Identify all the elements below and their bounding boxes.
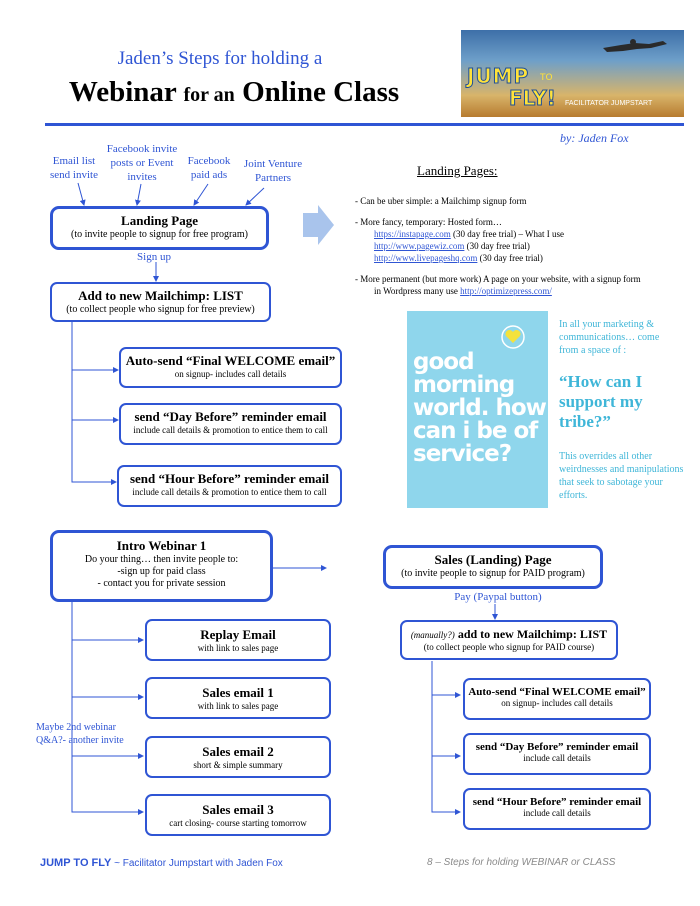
hero-subtitle: FACILITATOR JUMPSTART xyxy=(565,100,653,107)
source-facebook-posts: Facebook invite posts or Event invites xyxy=(106,143,178,183)
free-list-desc: (to collect people who signup for free p… xyxy=(66,304,255,315)
source-joint-venture: Joint Venture Partners xyxy=(243,158,303,184)
instapage-link[interactable]: https://instapage.com xyxy=(374,229,451,239)
sales-email-3-desc: cart closing- course starting tomorrow xyxy=(169,818,307,828)
paid-welcome-desc: on signup- includes call details xyxy=(501,698,613,708)
sales-email-1-title: Sales email 1 xyxy=(202,685,274,700)
optimizepress-link[interactable]: http://optimizepress.com/ xyxy=(460,286,552,296)
source-email: Email list send invite xyxy=(50,155,98,181)
paid-list-desc: (to collect people who signup for PAID c… xyxy=(423,642,595,652)
paid-list-title: add to new Mailchimp: LIST xyxy=(454,627,608,641)
title-small: for an xyxy=(183,84,235,106)
page-title: Webinar for an Online Class xyxy=(0,76,468,109)
landing-link-row-4: in Wordpress many use http://optimizepre… xyxy=(374,285,552,297)
subtitle: Jaden’s Steps for holding a xyxy=(117,48,323,69)
source-facebook-ads: Facebook paid ads xyxy=(187,155,231,181)
webinar-title: Intro Webinar 1 xyxy=(116,538,207,553)
landing-page-desc: (to invite people to signup for free pro… xyxy=(71,229,248,240)
wordpress-note: in Wordpress many use xyxy=(374,286,461,296)
paid-hour-before-box: send “Hour Before” reminder email includ… xyxy=(463,788,651,830)
good-morning-poster: good morning world. how can i be of serv… xyxy=(407,311,548,508)
free-list-title: Add to new Mailchimp: LIST xyxy=(78,288,243,303)
paid-day-before-title: send “Day Before” reminder email xyxy=(475,741,639,753)
paid-day-before-desc: include call details xyxy=(523,753,591,763)
title-word-online-class: Online Class xyxy=(242,76,400,108)
paid-list-prefix: (manually?) xyxy=(410,630,455,640)
paid-day-before-box: send “Day Before” reminder email include… xyxy=(463,733,651,775)
free-hour-before-box: send “Hour Before” reminder email includ… xyxy=(117,465,342,507)
landing-link-row-3: http://www.livepageshq.com (30 day free … xyxy=(374,252,543,264)
sales-email-2-desc: short & simple summary xyxy=(193,760,283,770)
livepages-note: (30 day free trial) xyxy=(477,253,543,263)
paid-list-title-row: (manually?) add to new Mailchimp: LIST xyxy=(402,627,616,642)
pay-label: Pay (Paypal button) xyxy=(454,591,542,603)
sidebar-quote: “How can I support my tribe?” xyxy=(559,372,643,431)
paid-welcome-title: Auto-send “Final WELCOME email” xyxy=(468,686,646,698)
landing-page-box: Landing Page (to invite people to signup… xyxy=(50,206,269,250)
heart-icon xyxy=(501,325,525,349)
header-rule xyxy=(45,123,684,126)
pagewiz-note: (30 day free trial) xyxy=(464,241,530,251)
footer-brand: JUMP TO FLY xyxy=(40,857,112,869)
paid-list-box: (manually?) add to new Mailchimp: LIST (… xyxy=(400,620,618,660)
sales-page-title: Sales (Landing) Page xyxy=(434,552,552,567)
footer-left: JUMP TO FLY ~ Facilitator Jumpstart with… xyxy=(40,857,283,869)
hero-logo-jump: JUMP xyxy=(466,64,530,89)
landing-item-fancy: - More fancy, temporary: Hosted form… xyxy=(355,217,502,227)
landing-link-row-1: https://instapage.com (30 day free trial… xyxy=(374,228,564,240)
skydiver-icon xyxy=(603,39,667,52)
free-welcome-box: Auto-send “Final WELCOME email” on signu… xyxy=(119,347,342,388)
webinar-line-1: Do your thing… then invite people to: xyxy=(84,554,239,565)
replay-email-desc: with link to sales page xyxy=(197,643,279,653)
byline: by: Jaden Fox xyxy=(560,131,629,145)
signup-label: Sign up xyxy=(137,251,171,263)
maybe-second-webinar: Maybe 2nd webinar Q&A?- another invite xyxy=(36,722,124,746)
jump-to-fly-banner: JUMP TO FLY! FACILITATOR JUMPSTART xyxy=(461,30,684,117)
sidebar-intro: In all your marketing & communications… … xyxy=(559,319,660,356)
free-day-before-desc: include call details & promotion to enti… xyxy=(133,425,328,435)
landing-item-permanent: - More permanent (but more work) A page … xyxy=(355,274,641,284)
sales-email-2-box: Sales email 2 short & simple summary xyxy=(145,736,331,778)
hero-logo-to: TO xyxy=(540,73,553,83)
footer-tagline: ~ Facilitator Jumpstart with Jaden Fox xyxy=(111,858,283,869)
free-hour-before-title: send “Hour Before” reminder email xyxy=(129,471,330,486)
sales-email-1-desc: with link to sales page xyxy=(197,701,279,711)
paid-hour-before-title: send “Hour Before” reminder email xyxy=(472,796,642,808)
free-day-before-box: send “Day Before” reminder email include… xyxy=(119,403,342,445)
free-welcome-desc: on signup- includes call details xyxy=(174,369,287,379)
replay-email-title: Replay Email xyxy=(200,627,276,642)
landing-link-row-2: http://www.pagewiz.com (30 day free tria… xyxy=(374,240,530,252)
sales-email-3-title: Sales email 3 xyxy=(202,802,274,817)
free-day-before-title: send “Day Before” reminder email xyxy=(134,409,327,424)
instapage-note: (30 day free trial) – What I use xyxy=(450,229,565,239)
sales-page-desc: (to invite people to signup for PAID pro… xyxy=(401,568,585,579)
free-welcome-title: Auto-send “Final WELCOME email” xyxy=(125,353,336,368)
sales-page-box: Sales (Landing) Page (to invite people t… xyxy=(383,545,603,589)
sidebar-outro: This overrides all other weirdnesses and… xyxy=(559,451,684,501)
paid-welcome-box: Auto-send “Final WELCOME email” on signu… xyxy=(463,678,651,720)
replay-email-box: Replay Email with link to sales page xyxy=(145,619,331,661)
poster-text: good morning world. how can i be of serv… xyxy=(413,349,547,467)
sales-email-2-title: Sales email 2 xyxy=(202,744,274,759)
sales-email-3-box: Sales email 3 cart closing- course start… xyxy=(145,794,331,836)
free-list-box: Add to new Mailchimp: LIST (to collect p… xyxy=(50,282,271,322)
pagewiz-link[interactable]: http://www.pagewiz.com xyxy=(374,241,465,251)
webinar-line-3: - contact you for private session xyxy=(97,578,226,589)
free-hour-before-desc: include call details & promotion to enti… xyxy=(132,487,327,497)
hero-logo-fly: FLY! xyxy=(509,86,557,111)
sales-email-1-box: Sales email 1 with link to sales page xyxy=(145,677,331,719)
footer-page-label: 8 – Steps for holding WEBINAR or CLASS xyxy=(427,857,616,868)
livepages-link[interactable]: http://www.livepageshq.com xyxy=(374,253,478,263)
landing-item-simple: - Can be uber simple: a Mailchimp signup… xyxy=(355,196,527,206)
title-word-webinar: Webinar xyxy=(68,76,177,108)
intro-webinar-box: Intro Webinar 1 Do your thing… then invi… xyxy=(50,530,273,602)
webinar-line-2: -sign up for paid class xyxy=(117,566,206,577)
paid-hour-before-desc: include call details xyxy=(523,808,591,818)
landing-pages-heading: Landing Pages: xyxy=(417,163,498,178)
landing-page-title: Landing Page xyxy=(121,213,198,228)
